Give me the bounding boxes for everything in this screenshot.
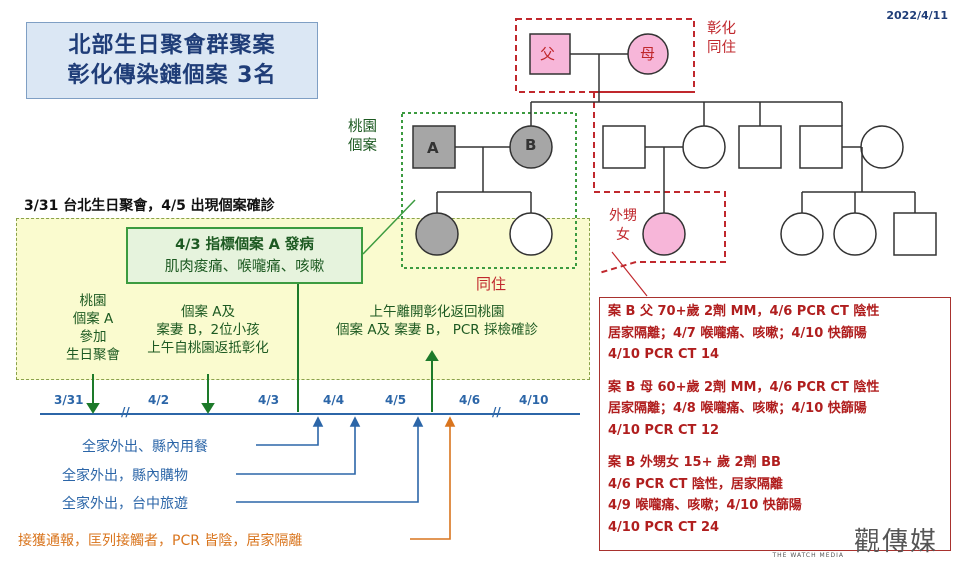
case-detail-line: 案 B 母 60+歲 2劑 MM，4/6 PCR CT 陰性	[608, 379, 880, 395]
event-return: 個案 A及案妻 B，2位小孩上午自桃園返抵彰化	[147, 304, 269, 356]
case-details-box: 案 B 父 70+歲 2劑 MM，4/6 PCR CT 陰性 居家隔離；4/7 …	[599, 297, 951, 551]
grandchild-1-symbol	[780, 212, 824, 256]
tick-4-4: 4/4	[323, 393, 345, 407]
father-label: 父	[540, 45, 556, 63]
niece-symbol	[642, 212, 686, 256]
index-case-line-1: 4/3 指標個案 A 發病	[175, 236, 314, 253]
watermark-subtitle: THE WATCH MEDIA	[772, 552, 844, 559]
changhua-label: 彰化同住	[707, 21, 736, 56]
taoyuan-dashed-box	[401, 112, 577, 269]
case-b-symbol	[509, 125, 553, 169]
tick-3-31: 3/31	[54, 393, 84, 407]
index-case-box: 4/3 指標個案 A 發病 肌肉痠痛、喉嚨痛、咳嗽	[126, 227, 363, 284]
title-line-2: 彰化傳染鏈個案 3名	[67, 62, 277, 88]
sibling-2-symbol	[738, 125, 782, 169]
blue-event-dining: 全家外出、縣內用餐	[82, 439, 208, 455]
blue-event-shopping: 全家外出，縣內購物	[62, 468, 188, 484]
watermark-logo: 觀傳媒	[853, 527, 938, 557]
tick-4-10: 4/10	[519, 393, 549, 407]
cohabit-label: 同住	[476, 275, 507, 293]
grandchild-3-symbol	[893, 212, 937, 256]
tick-4-6: 4/6	[459, 393, 481, 407]
tick-4-2: 4/2	[148, 393, 170, 407]
blue-event-travel: 全家外出，台中旅遊	[62, 496, 188, 512]
green-connector	[362, 199, 416, 255]
red-connector	[611, 251, 648, 297]
case-detail-line: 案 B 外甥女 15+ 歲 2劑 BB	[608, 455, 781, 470]
case-detail-line: 居家隔離；4/8 喉嚨痛、咳嗽；4/10 快篩陽	[608, 401, 867, 416]
event-pcr: 上午離開彰化返回桃園個案 A及 案妻 B， PCR 採檢確診	[336, 304, 538, 338]
title-line-1: 北部生日聚會群聚案	[68, 32, 276, 58]
case-detail-line: 4/10 PCR CT 12	[608, 422, 720, 438]
title-box: 北部生日聚會群聚案 彰化傳染鏈個案 3名	[26, 22, 318, 99]
date-label: 2022/4/11	[886, 9, 948, 22]
case-detail-line: 4/9 喉嚨痛、咳嗽；4/10 快篩陽	[608, 498, 802, 513]
case-detail-line: 4/10 PCR CT 24	[608, 519, 720, 535]
sibling-1-spouse-symbol	[682, 125, 726, 169]
sibling-3-spouse-symbol	[860, 125, 904, 169]
child-1-symbol	[415, 212, 459, 256]
timeline-header: 3/31 台北生日聚會，4/5 出現個案確診	[24, 198, 275, 214]
case-detail-line: 居家隔離；4/7 喉嚨痛、咳嗽；4/10 快篩陽	[608, 325, 867, 341]
child-2-symbol	[509, 212, 553, 256]
event-taoyuan: 桃園個案 A 參加生日聚會	[66, 293, 120, 363]
niece-label: 外甥女	[609, 208, 637, 243]
index-case-line-2: 肌肉痠痛、喉嚨痛、咳嗽	[164, 258, 325, 275]
grandchild-2-symbol	[833, 212, 877, 256]
taoyuan-label: 桃園個案	[348, 119, 377, 154]
case-a-symbol	[412, 125, 456, 169]
case-detail-line: 案 B 父 70+歲 2劑 MM，4/6 PCR CT 陰性	[608, 304, 880, 319]
case-detail-line: 4/6 PCR CT 陰性，居家隔離	[608, 476, 783, 492]
break-mark-2: //	[492, 405, 501, 419]
case-detail-line: 4/10 PCR CT 14	[608, 347, 720, 362]
orange-event-contact: 接獲通報，匡列接觸者，PCR 皆陰，居家隔離	[18, 533, 303, 549]
case-b-label: B	[525, 136, 537, 154]
sibling-3-symbol	[799, 125, 843, 169]
tick-4-5: 4/5	[385, 393, 407, 407]
mother-symbol	[627, 33, 669, 75]
sibling-1-symbol	[602, 125, 646, 169]
tick-4-3: 4/3	[258, 393, 280, 407]
case-a-label: A	[427, 139, 439, 157]
cohabit-dashed-region	[593, 92, 726, 274]
break-mark-1: //	[121, 405, 130, 419]
mother-label: 母	[640, 45, 656, 63]
